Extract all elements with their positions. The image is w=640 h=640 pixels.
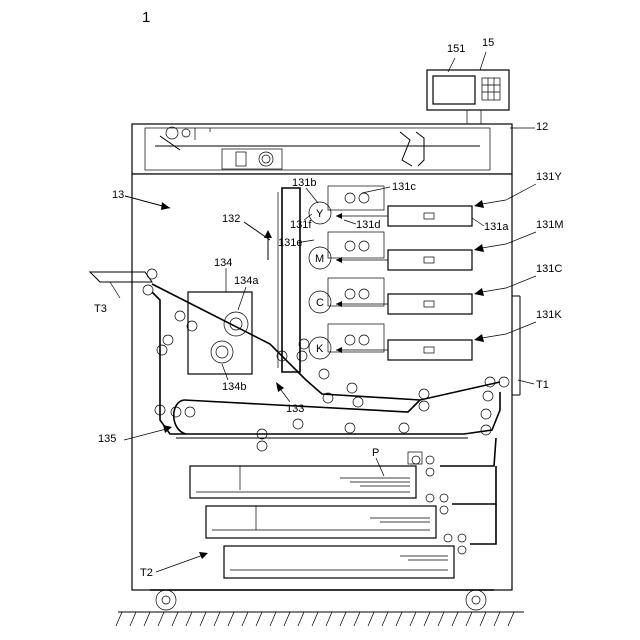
label-131f: 131f — [290, 219, 312, 231]
label-134b: 134b — [222, 381, 246, 393]
fixing-unit — [188, 292, 252, 374]
label-131M: 131M — [536, 219, 564, 231]
label-131K: 131K — [536, 309, 562, 321]
label-134a: 134a — [234, 275, 259, 287]
label-131e: 131e — [278, 237, 302, 249]
drum-label-C: C — [316, 297, 324, 309]
label-131c: 131c — [392, 181, 416, 193]
label-132: 132 — [222, 213, 240, 225]
label-T3: T3 — [94, 303, 107, 315]
label-131Y: 131Y — [536, 171, 562, 183]
scanner-unit — [132, 124, 535, 174]
figure-number: 1 — [142, 9, 150, 26]
label-131d: 131d — [356, 219, 380, 231]
label-13: 13 — [112, 189, 124, 201]
label-151: 151 — [447, 43, 465, 55]
label-131a: 131a — [484, 221, 509, 233]
drum-label-Y: Y — [316, 208, 324, 220]
drum-label-K: K — [316, 343, 324, 355]
label-131b: 131b — [292, 177, 316, 189]
label-T1: T1 — [536, 379, 549, 391]
base-and-casters — [118, 590, 524, 612]
label-135: 135 — [98, 433, 116, 445]
label-P: P — [372, 447, 379, 459]
operation-panel — [427, 52, 509, 124]
label-131C: 131C — [536, 263, 562, 275]
label-12: 12 — [536, 121, 548, 133]
label-134: 134 — [214, 257, 232, 269]
label-T2: T2 — [140, 567, 153, 579]
label-15: 15 — [482, 37, 494, 49]
label-133: 133 — [286, 403, 304, 415]
drum-label-M: M — [315, 253, 324, 265]
floor-hatching — [116, 612, 514, 626]
